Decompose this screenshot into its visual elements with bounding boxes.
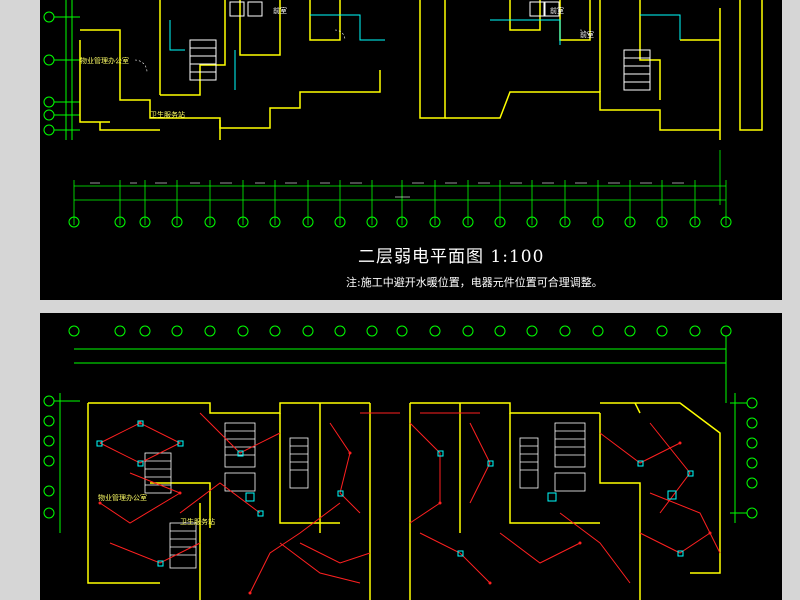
room-label-front-room-3: 前室: [580, 31, 594, 39]
door-arcs: [134, 29, 591, 73]
dimension-ticks: [90, 182, 684, 198]
room-label-property-office-2: 物业管理办公室: [98, 494, 147, 502]
drawing-title-text: 二层弱电平面图: [358, 247, 484, 267]
floor-plan-bottom-panel: 物业管理办公室 卫生服务站: [40, 313, 782, 600]
drawing-note: 注:施工中避开水暖位置，电器元件位置可合理调整。: [346, 276, 603, 289]
top-axis-bubbles: [68, 325, 732, 403]
bottom-plan-drawing: [43, 325, 758, 600]
stair-blocks: [144, 422, 586, 569]
right-axis-bubbles: [730, 393, 758, 523]
room-label-toilet-2: 卫生服务站: [180, 518, 215, 526]
dimension-lines: [73, 150, 727, 225]
walls-bottom: [87, 402, 721, 600]
device-symbols: [96, 420, 694, 567]
drawing-title: 二层弱电平面图 1:100: [358, 242, 544, 267]
floor-plan-top-panel: 前室 前室 前室 物业管理办公室 卫生服务站 二层弱电平面图 1:100 注:施…: [40, 0, 782, 300]
inner-walls: [189, 1, 651, 91]
left-axis-bubbles-bottom: [43, 393, 80, 533]
drawing-scale: 1:100: [490, 247, 545, 267]
bottom-axis-bubbles: [68, 216, 732, 228]
walls-top: [79, 0, 763, 140]
device-dots: [98, 421, 712, 595]
room-label-toilet: 卫生服务站: [150, 111, 185, 119]
top-plan-drawing: [43, 0, 763, 228]
wiring-red: [99, 412, 721, 594]
room-label-front-room-2: 前室: [550, 7, 564, 15]
room-label-front-room: 前室: [273, 7, 287, 15]
left-axis-bubbles: [43, 0, 80, 140]
weak-current-cables: [169, 14, 681, 90]
room-label-property-office: 物业管理办公室: [80, 57, 129, 65]
